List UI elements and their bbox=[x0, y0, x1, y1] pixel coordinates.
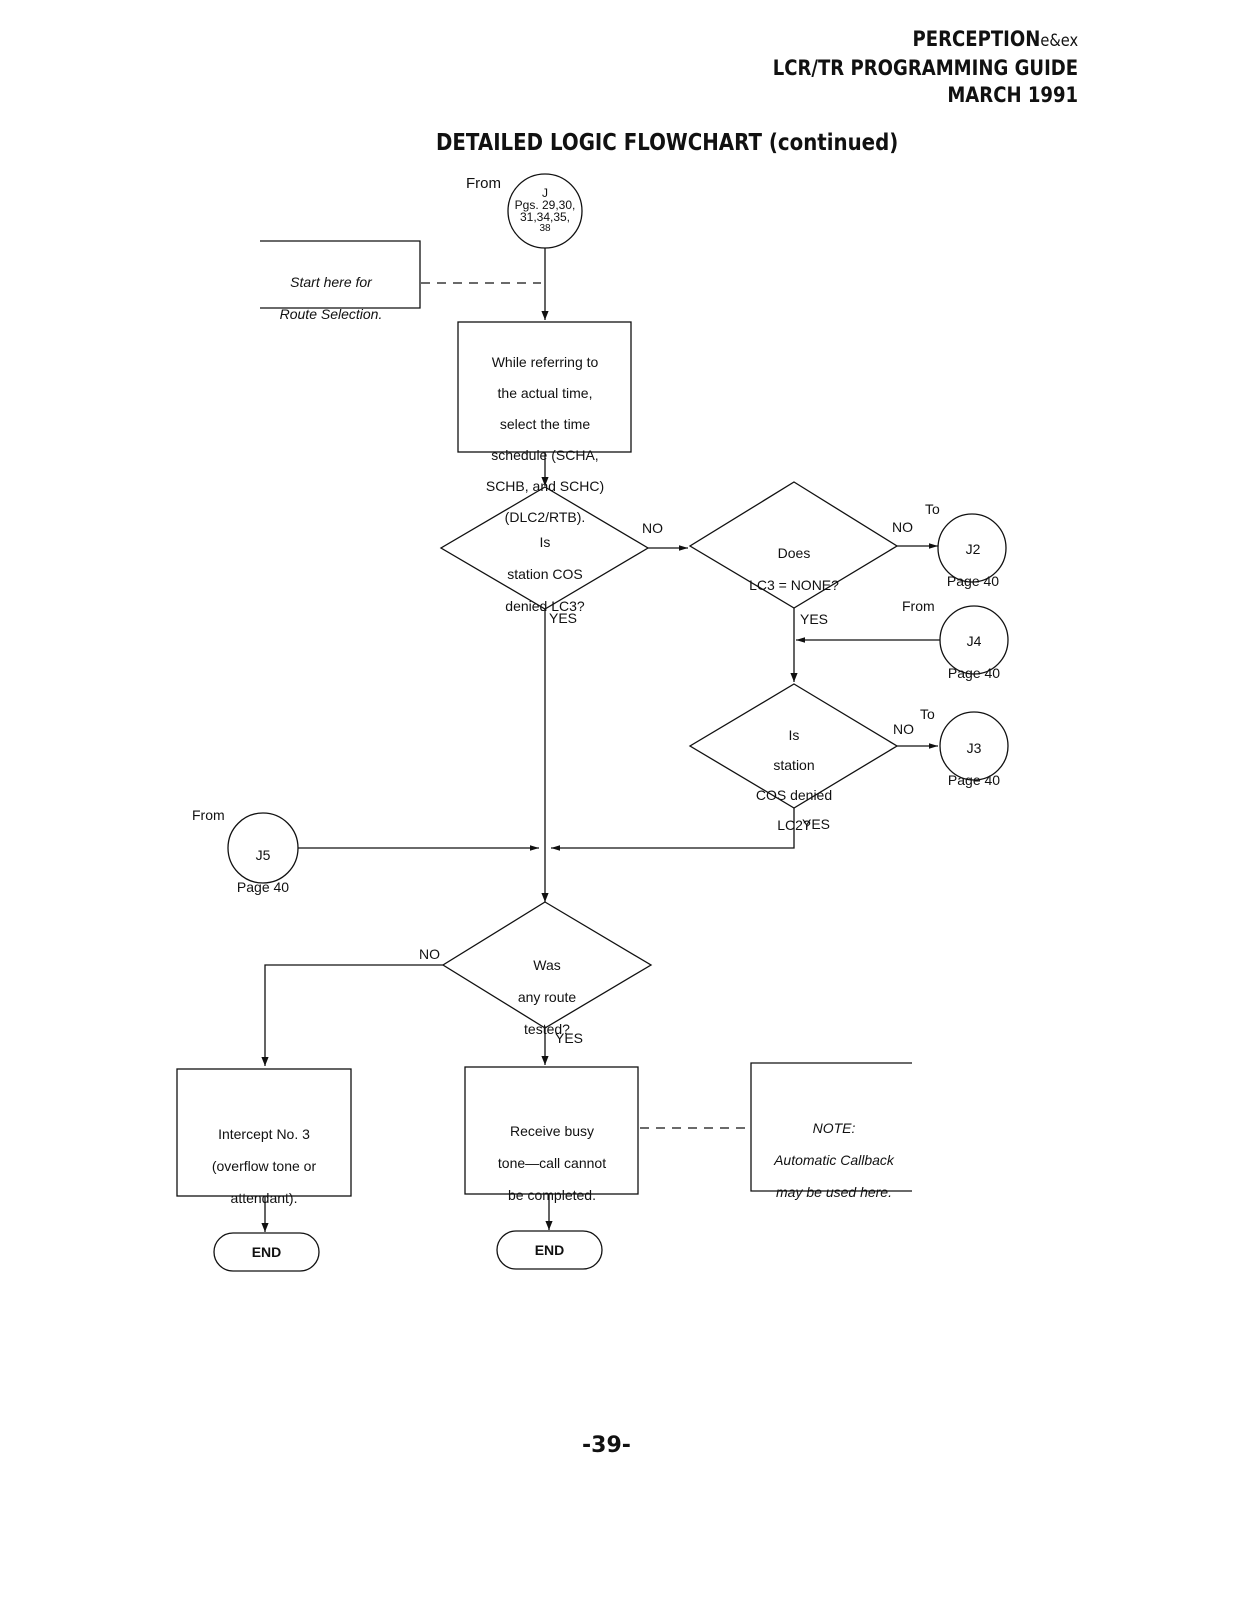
decision-route-tested-yes-label: YES bbox=[555, 1030, 584, 1046]
connector-j3-text: J3 Page 40 bbox=[947, 740, 1001, 788]
terminal-end-left-text: END bbox=[251, 1244, 282, 1260]
connector-j-from-label: From bbox=[466, 175, 501, 192]
decision-lc2-denied-yes-label: YES bbox=[802, 816, 831, 832]
page-header: PERCEPTIONe&ex LCR/TR PROGRAMMING GUIDE … bbox=[773, 26, 1078, 109]
connector-j5-text: J5 Page 40 bbox=[236, 847, 290, 895]
decision-lc3-none-yes-label: YES bbox=[800, 611, 829, 627]
start-note-box bbox=[260, 240, 421, 309]
page-number: -39- bbox=[582, 1433, 631, 1458]
connector-j5-from-label: From bbox=[192, 807, 225, 823]
note-box bbox=[750, 1062, 912, 1192]
connector-j2-out bbox=[937, 513, 1007, 583]
decision-lc3-denied-yes-label: YES bbox=[549, 610, 578, 626]
process-intercept-text: Intercept No. 3 (overflow tone or attend… bbox=[211, 1126, 317, 1206]
terminal-end-right bbox=[496, 1230, 603, 1270]
decision-lc3-none-no-label: NO bbox=[892, 519, 913, 535]
header-guide-title: LCR/TR PROGRAMMING GUIDE bbox=[772, 56, 1078, 80]
note-text: NOTE: Automatic Callback may be used her… bbox=[774, 1120, 894, 1200]
connector-j3-out bbox=[939, 711, 1009, 781]
decision-lc2-denied-text: Is station COS denied LC2? bbox=[755, 727, 833, 833]
decision-lc3-denied-no-label: NO bbox=[642, 520, 663, 536]
connector-j2-to-label: To bbox=[925, 501, 940, 517]
decision-lc3-denied-text: Is station COS denied LC3? bbox=[505, 534, 585, 614]
process-select-text: While referring to the actual time, sele… bbox=[485, 353, 605, 525]
connector-j4-text: J4 Page 40 bbox=[947, 633, 1001, 681]
decision-lc3-none-text: Does LC3 = NONE? bbox=[749, 545, 839, 593]
process-busy-tone-text: Receive busy tone—call cannot be complet… bbox=[497, 1123, 607, 1203]
process-busy-tone bbox=[464, 1066, 639, 1195]
connector-j4-from-label: From bbox=[902, 598, 935, 614]
header-product: PERCEPTIONe&ex bbox=[912, 27, 1078, 51]
header-date: MARCH 1991 bbox=[947, 83, 1078, 107]
page-title: DETAILED LOGIC FLOWCHART (continued) bbox=[436, 130, 899, 156]
connector-j-text: J Pgs. 29,30, 31,34,35, 38 bbox=[514, 186, 576, 234]
process-select-schedule bbox=[457, 321, 632, 453]
process-intercept bbox=[176, 1068, 352, 1197]
terminal-end-right-text: END bbox=[534, 1242, 565, 1258]
connector-j3-to-label: To bbox=[920, 706, 935, 722]
start-note-text: Start here for Route Selection. bbox=[279, 274, 383, 322]
decision-route-tested-no-label: NO bbox=[419, 946, 440, 962]
connector-j2-text: J2 Page 40 bbox=[946, 541, 1000, 589]
decision-lc2-denied-no-label: NO bbox=[893, 721, 914, 737]
terminal-end-left bbox=[213, 1232, 320, 1272]
decision-route-tested-text: Was any route tested? bbox=[517, 957, 577, 1037]
